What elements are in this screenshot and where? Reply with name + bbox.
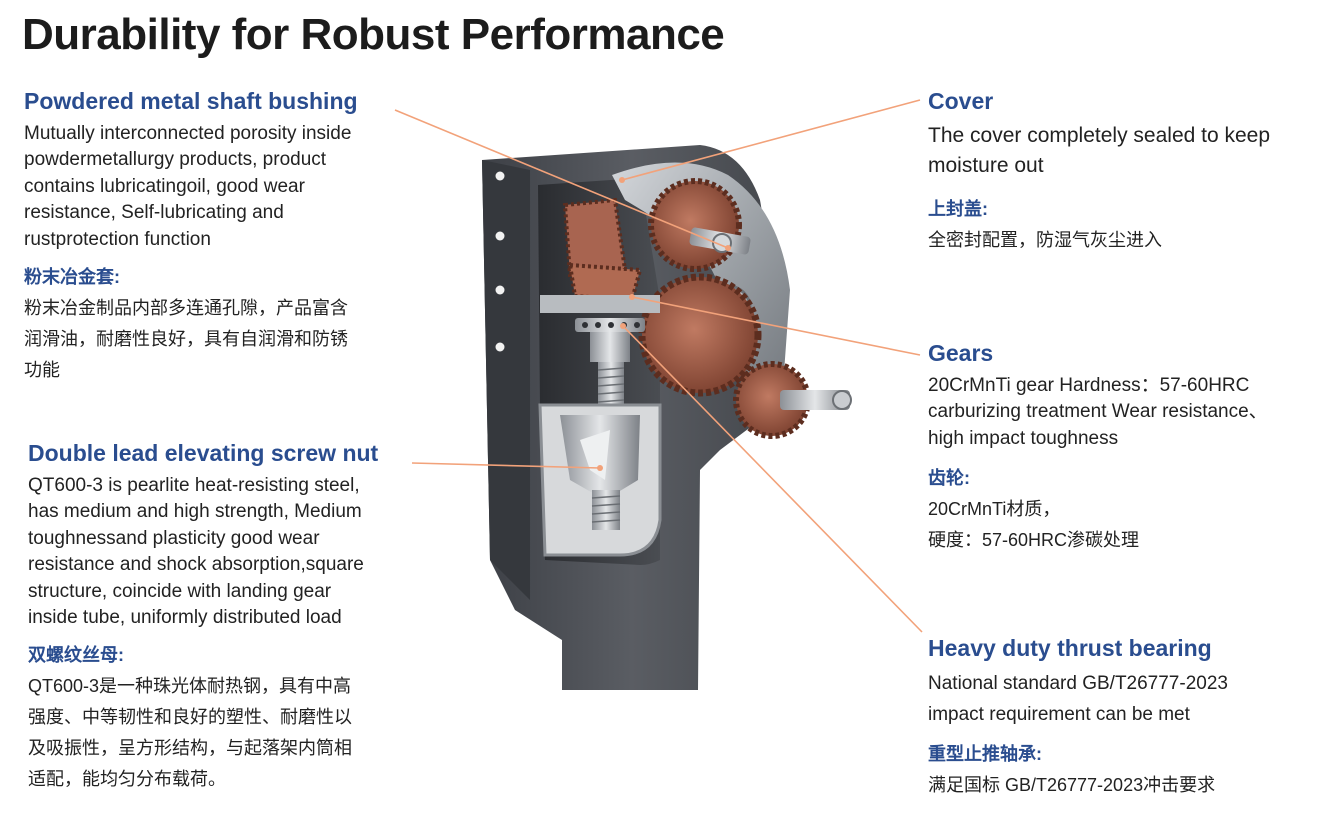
- gears-section: Gears 20CrMnTi gear Hardness：57-60HRC ca…: [928, 340, 1268, 556]
- bushing-heading: Powdered metal shaft bushing: [24, 88, 358, 114]
- bushing-section: Powdered metal shaft bushing Mutually in…: [24, 88, 358, 386]
- cover-heading-zh: 上封盖:: [928, 199, 988, 219]
- screw-nut-body-en: QT600-3 is pearlite heat-resisting steel…: [28, 475, 364, 629]
- bushing-body-en: Mutually interconnected porosity inside …: [24, 123, 352, 250]
- screw-assembly: [538, 295, 662, 557]
- bearing-section: Heavy duty thrust bearing National stand…: [928, 635, 1228, 801]
- cover-section: Cover The cover completely sealed to kee…: [928, 88, 1270, 256]
- bushing-heading-zh: 粉末冶金套:: [24, 267, 120, 288]
- gears-body-en: 20CrMnTi gear Hardness：57-60HRC carburiz…: [928, 375, 1268, 449]
- screw-nut-heading: Double lead elevating screw nut: [28, 440, 379, 466]
- gears-heading-zh: 齿轮:: [928, 468, 970, 489]
- leader-lines: [394, 99, 923, 633]
- cover-heading: Cover: [928, 88, 994, 114]
- gear-train: [562, 178, 852, 439]
- mount-hole-icon: [495, 231, 505, 241]
- bearing-heading: Heavy duty thrust bearing: [928, 635, 1212, 661]
- bushing-body-zh: 粉末冶金制品内部多连通孔隙，产品富含 润滑油，耐磨性良好，具有自润滑和防锈 功能: [24, 298, 348, 381]
- bearing-heading-zh: 重型止推轴承:: [928, 744, 1042, 764]
- bearing-body-en: National standard GB/T26777-2023 impact …: [928, 673, 1228, 725]
- mount-hole-icon: [495, 342, 505, 352]
- screw-nut-body-zh: QT600-3是一种珠光体耐热钢，具有中高 强度、中等韧性和良好的塑性、耐磨性以…: [28, 676, 352, 790]
- gears-heading: Gears: [928, 340, 994, 366]
- gears-body-zh: 20CrMnTi材质， 硬度：57-60HRC渗碳处理: [928, 499, 1140, 551]
- mount-hole-icon: [495, 285, 505, 295]
- cover-body-zh: 全密封配置，防湿气灰尘进入: [928, 230, 1162, 250]
- bearing-body-zh: 满足国标 GB/T26777-2023冲击要求: [928, 775, 1216, 795]
- page-title: Durability for Robust Performance: [22, 10, 725, 59]
- screw-nut-section: Double lead elevating screw nut QT600-3 …: [28, 440, 378, 795]
- screw-nut-heading-zh: 双螺纹丝母:: [28, 645, 124, 666]
- mount-hole-icon: [495, 171, 505, 181]
- cover-body-en: The cover completely sealed to keep mois…: [928, 124, 1271, 177]
